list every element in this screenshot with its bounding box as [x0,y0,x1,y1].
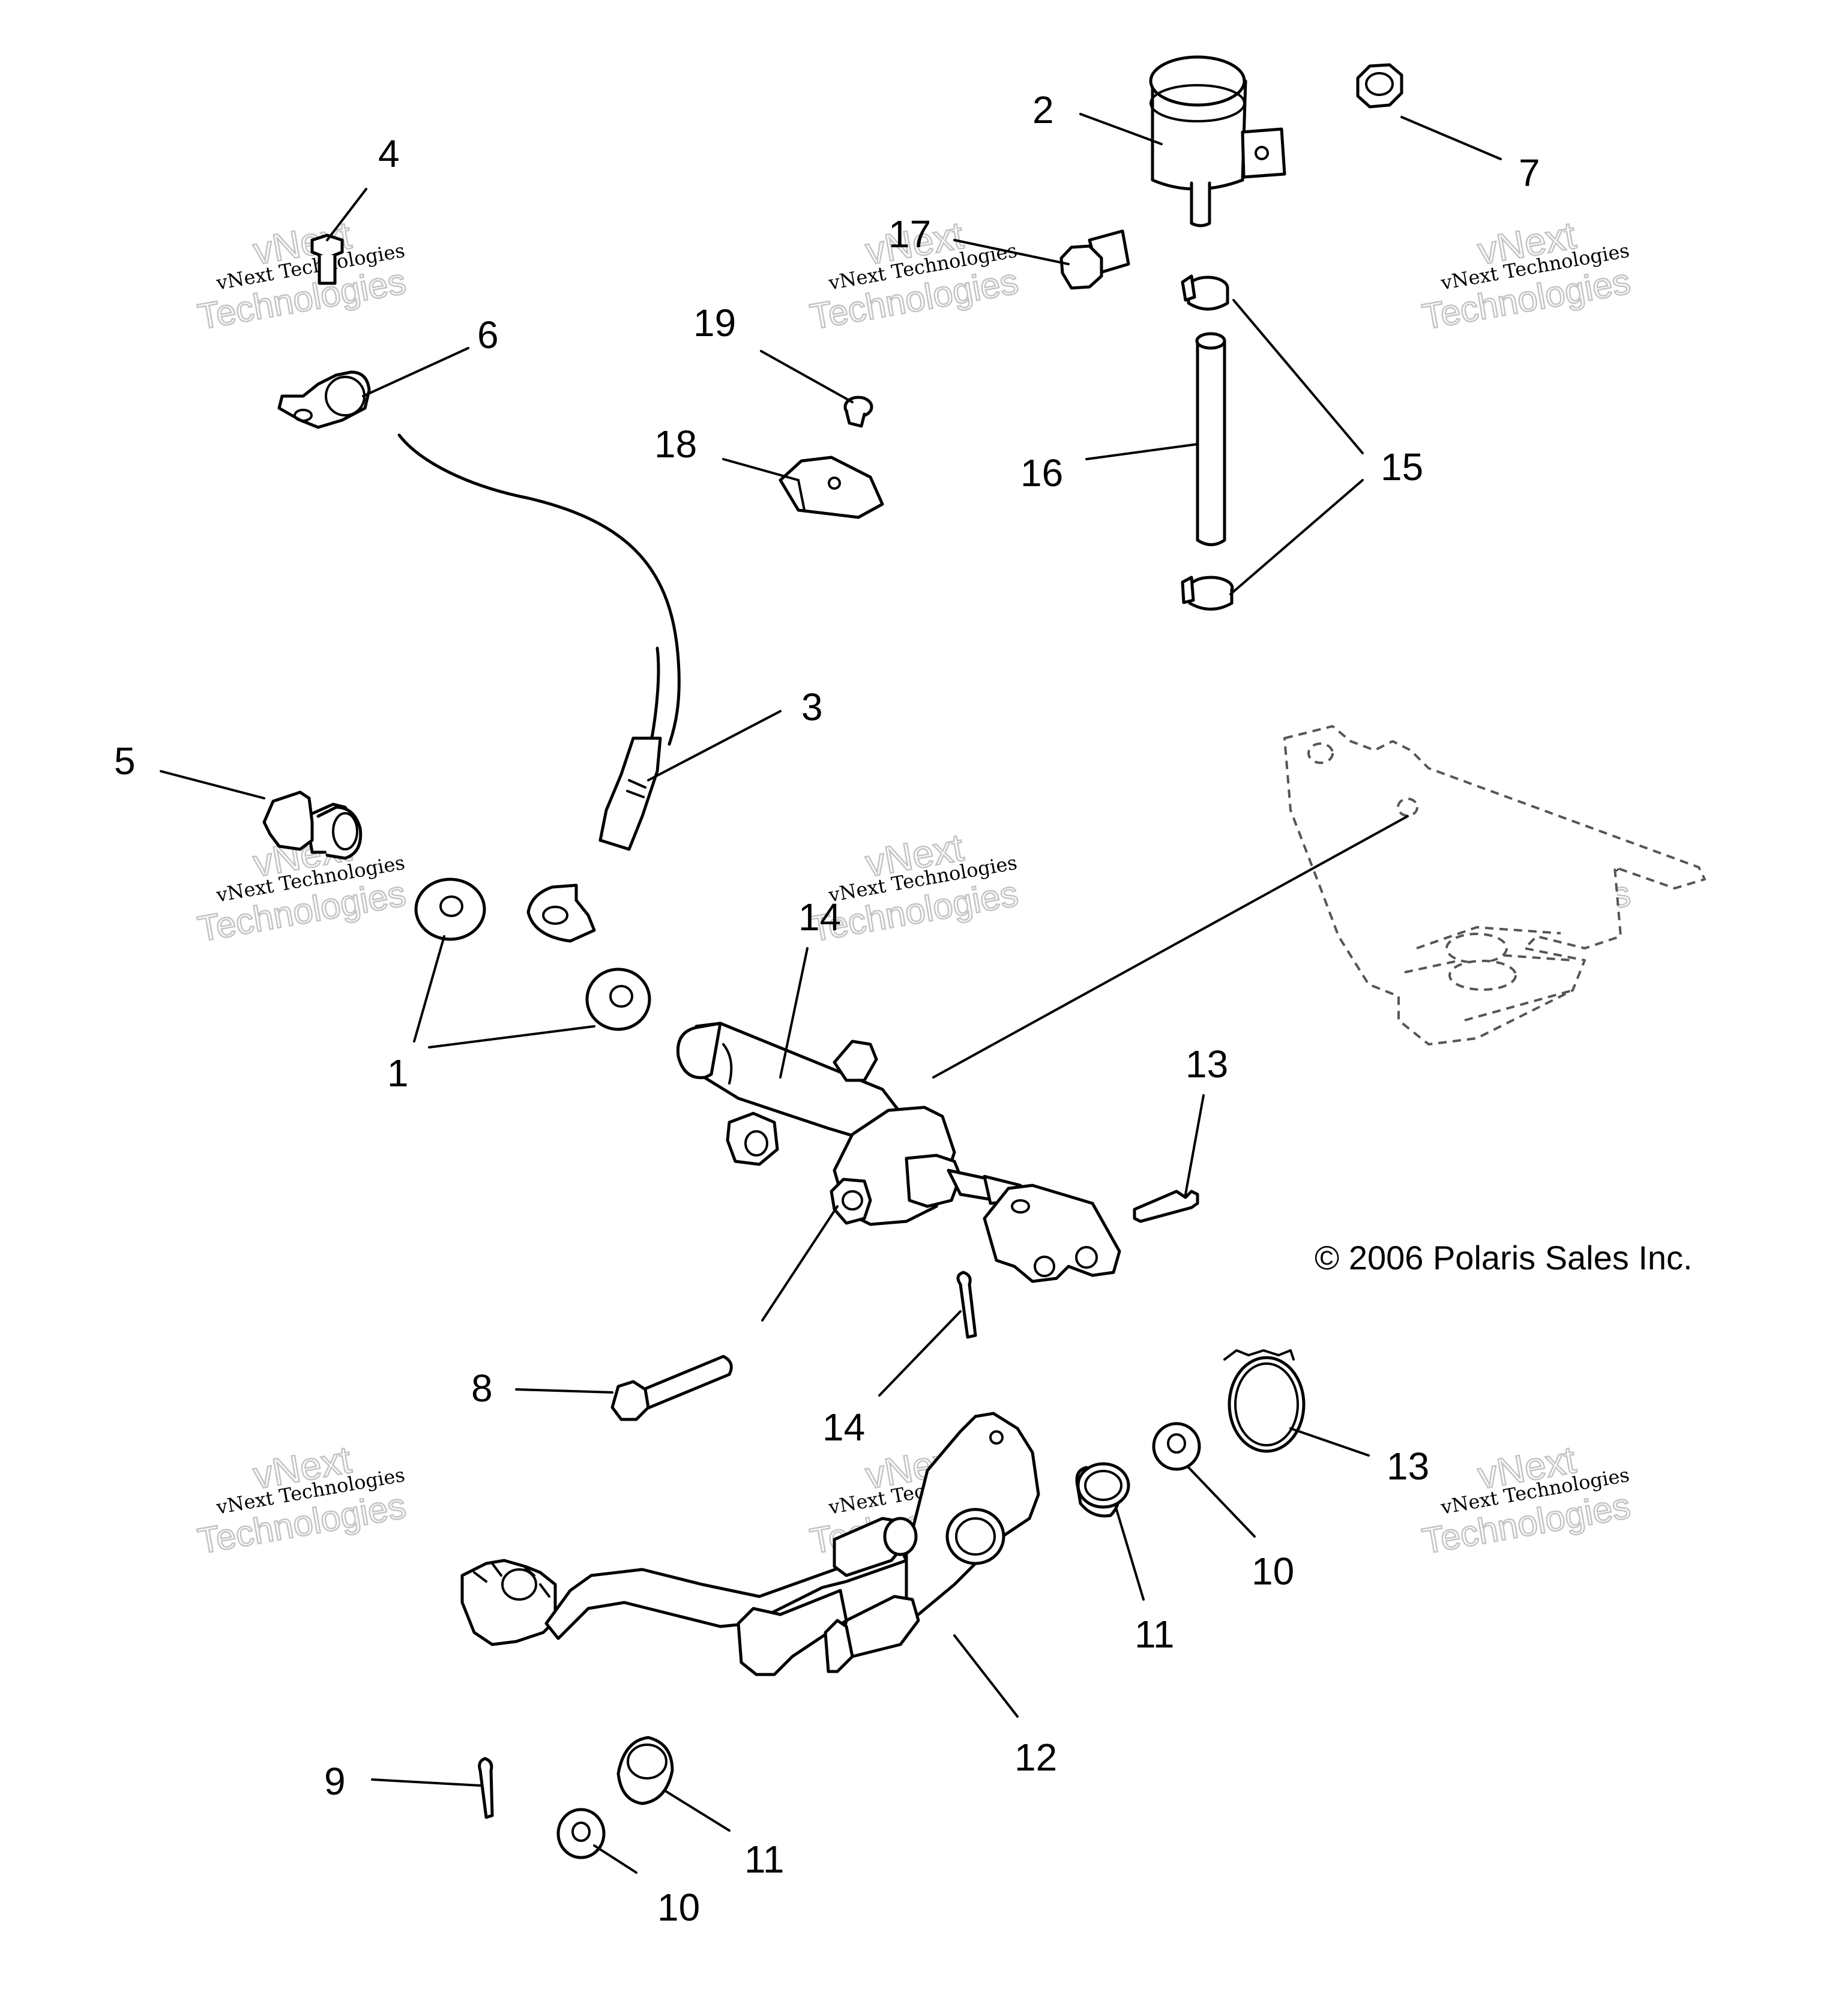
leader-bracket [932,815,1409,1079]
leader-11l [665,1790,731,1832]
bolt-part-4 [310,233,344,285]
leader-1b [428,1025,595,1049]
leader-17b [1229,479,1364,595]
callout-4: 4 [378,132,400,175]
leader-9 [371,1778,481,1787]
bushing-part-11-right [1075,1462,1130,1518]
callout-12-label: 12 [1014,1736,1057,1779]
watermark: vNext vNext Technologies Technologies [1418,1437,1634,1562]
leader-4 [326,188,367,241]
callout-17: 15 [1381,445,1423,489]
leader-8b [515,1388,613,1394]
leader-6 [362,347,469,397]
callout-10-bottom: 10 [657,1886,700,1929]
leader-14 [878,1310,962,1397]
callout-13: 13 [1387,1445,1429,1488]
leader-10r [1187,1466,1256,1538]
master-cylinder-part-16 [676,1022,1121,1283]
callout-11-right: 11 [1134,1613,1174,1656]
washer-part-1-upper [414,877,486,941]
callout-8: 8 [471,1367,493,1410]
callout-6: 6 [477,313,499,357]
hose-clamp-part-17-upper [1181,274,1229,311]
nut-part-7 [1356,63,1403,109]
cotter-pin-part-9 [478,1757,494,1819]
banjo-bolt-part-5 [262,790,363,860]
callout-labels: 2 7 4 17 6 19 15 16 18 3 5 14 1 13 8 14 … [114,88,1540,1929]
watermark: vNext vNext Technologies Technologies [806,212,1022,338]
leader-2 [1079,113,1163,145]
cotter-pin-part-14 [956,1271,977,1339]
callout-14: 14 [822,1406,865,1449]
washer-part-10-right [1152,1422,1201,1471]
leader-15 [1184,1094,1205,1196]
callout-3: 3 [801,685,823,729]
leader-19 [953,239,1070,265]
frame-bracket-reference [1283,725,1706,1046]
copyright-notice: © 2006 Polaris Sales Inc. [1315,1239,1693,1277]
leader-10l [593,1844,637,1874]
callout-2: 2 [1032,88,1054,131]
clevis-pin-part-15 [1133,1190,1199,1223]
brake-hose-part-3 [397,433,681,943]
watermark: vNext vNext Technologies Technologies [1418,212,1634,338]
leader-13 [1289,1427,1370,1457]
callout-10-right: 10 [1252,1550,1294,1593]
leader-11r [1115,1508,1145,1601]
bolt-part-19 [1059,229,1130,290]
callout-21: 19 [693,301,736,345]
bushing-part-11-lower [616,1736,674,1805]
bracket-part-20 [779,456,884,519]
copyright-text: © 2006 Polaris Sales Inc. [1315,1239,1693,1277]
callout-7: 7 [1519,151,1540,194]
leader-1a [413,935,445,1043]
leader-7 [1400,116,1502,160]
hose-part-18 [1195,332,1226,546]
reservoir-part-2 [1149,55,1286,227]
callout-1: 1 [387,1052,409,1095]
leader-21 [760,350,854,403]
callout-15: 13 [1186,1043,1228,1086]
washer-part-10-lower [556,1808,606,1859]
watermark: vNext vNext Technologies Technologies [194,212,409,338]
clip-part-6 [277,370,371,429]
leader-16 [779,947,809,1079]
leader-5 [160,770,265,799]
callout-18: 16 [1020,451,1063,495]
callout-11-bottom: 11 [744,1838,784,1881]
callout-16: 14 [798,895,841,939]
leader-lines [160,113,1502,1874]
watermarks: vNext vNext Technologies Technologies vN… [194,212,1634,1562]
leader-17a [1232,299,1364,454]
leader-12 [953,1634,1019,1718]
leader-20 [722,458,800,481]
spring-clip-part-13 [1223,1349,1306,1453]
brake-pedal-part-12 [460,1412,1040,1676]
screw-part-21 [843,396,873,428]
callout-5: 5 [114,739,136,783]
leader-18 [1085,443,1199,460]
bolt-part-8 [610,1355,733,1421]
callout-19: 17 [888,212,931,256]
leader-3 [647,710,782,781]
hose-clamp-part-17-lower [1181,576,1234,611]
leader-8a [761,1205,839,1322]
callout-20: 18 [654,423,697,466]
callout-9: 9 [324,1760,346,1803]
watermark: vNext vNext Technologies Technologies [194,1437,409,1562]
washer-part-1-lower [585,967,651,1031]
